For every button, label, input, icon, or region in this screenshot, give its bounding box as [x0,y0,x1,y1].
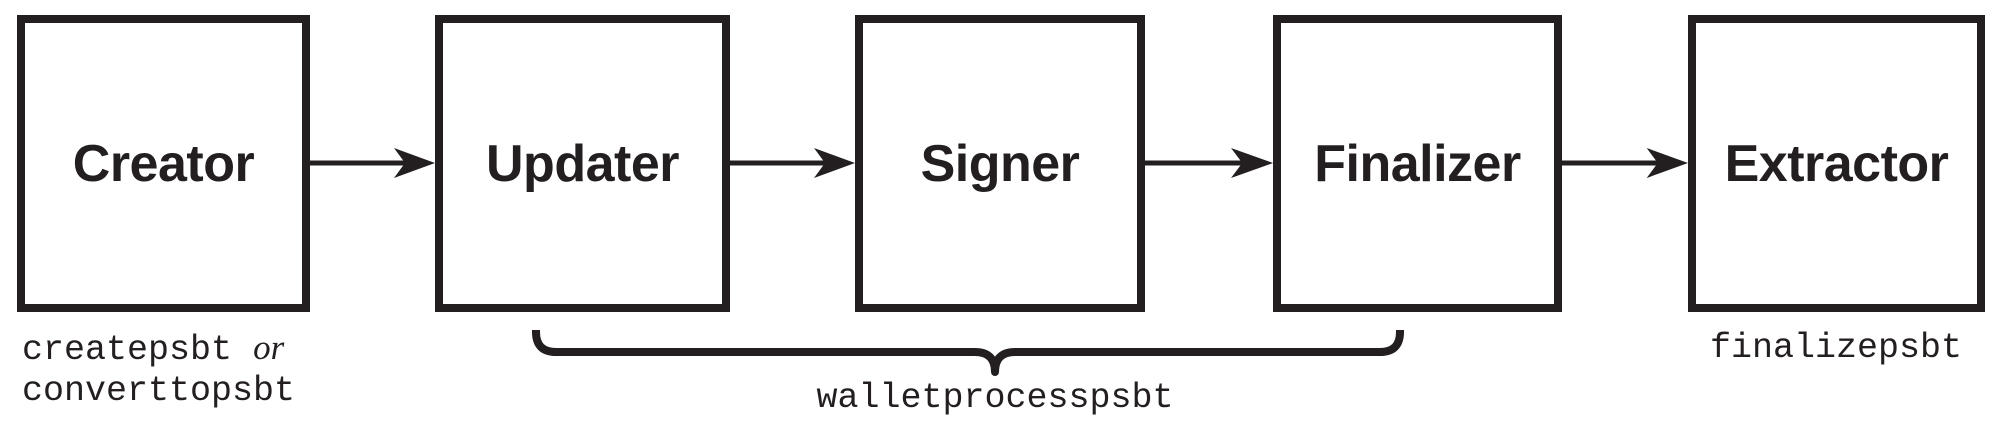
command-line-1: createpsbt or [22,328,295,371]
command-label-walletprocesspsbt: walletprocesspsbt [816,378,1174,418]
stage-box-creator[interactable]: Creator [17,15,310,312]
stage-label-creator: Creator [72,134,255,193]
command-label-finalizepsbt: finalizepsbt [1709,328,1963,368]
arrow-creator-to-updater [310,143,435,183]
command-or-conjunction: or [253,328,285,367]
stage-label-extractor: Extractor [1724,134,1949,193]
command-line-2: converttopsbt [22,371,295,412]
command-label-creator: createpsbt or converttopsbt [22,328,295,411]
stage-label-finalizer: Finalizer [1314,134,1521,193]
command-createpsbt: createpsbt [22,330,233,370]
stage-label-updater: Updater [486,134,679,193]
group-brace [524,318,1412,384]
stage-box-finalizer[interactable]: Finalizer [1273,15,1562,312]
stage-box-extractor[interactable]: Extractor [1688,15,1985,312]
command-converttopsbt: converttopsbt [22,370,296,411]
stage-box-signer[interactable]: Signer [855,15,1145,312]
arrow-updater-to-signer [730,143,855,183]
stage-label-signer: Signer [920,134,1080,193]
arrow-finalizer-to-extractor [1562,143,1688,183]
arrow-signer-to-finalizer [1145,143,1273,183]
stage-box-updater[interactable]: Updater [435,15,730,312]
